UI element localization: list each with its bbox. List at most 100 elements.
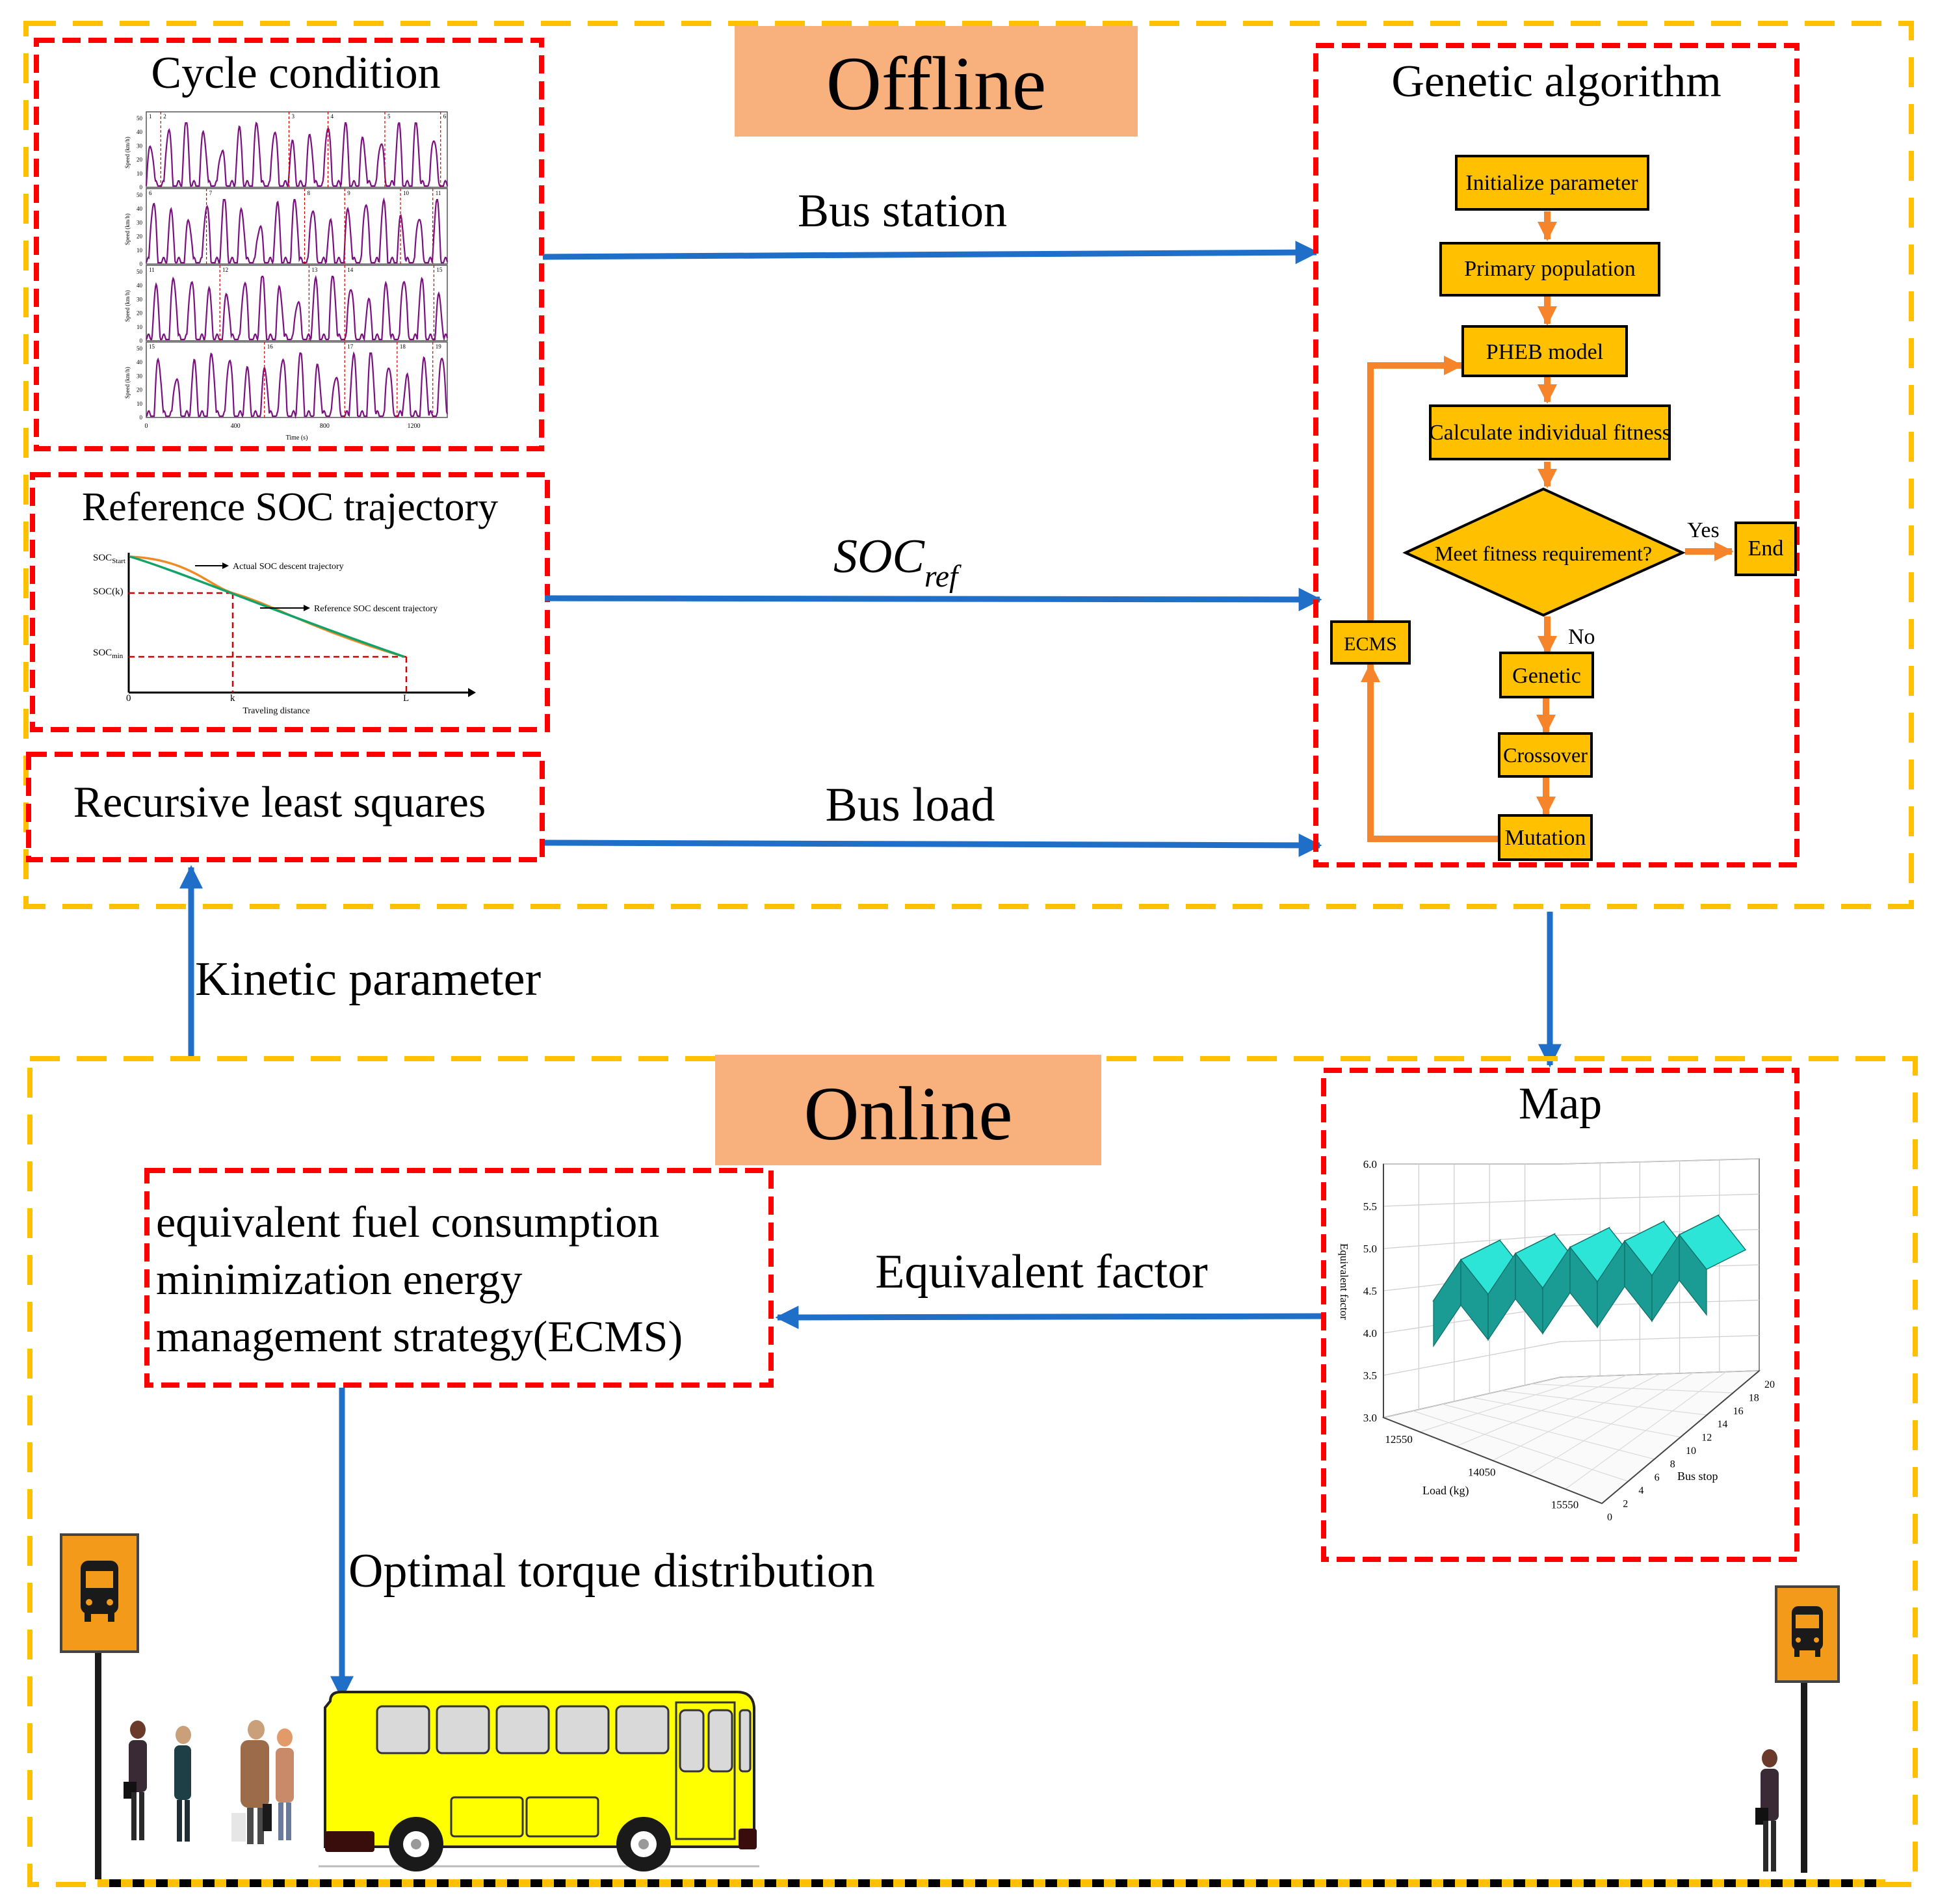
map-load-tick: 14050: [1468, 1466, 1496, 1478]
bus-stop-sign-left: [60, 1533, 139, 1879]
map-title: Map: [1519, 1079, 1602, 1129]
bus-front-window: [739, 1709, 752, 1773]
cycle-y-tick: 10: [137, 401, 143, 407]
bus-stop-sign-right: [1775, 1585, 1840, 1873]
cycle-y-tick: 0: [140, 184, 143, 191]
bus-sign-icon-left: [81, 1561, 118, 1622]
cycle-segment-label: 10: [403, 190, 410, 196]
soc-panel: Reference SOC trajectory SOCStart SOC(k)…: [30, 472, 550, 732]
bus-door-window-right: [707, 1709, 733, 1773]
genetic-title: Genetic algorithm: [1391, 57, 1721, 107]
map-z-tick: 3.0: [1363, 1412, 1377, 1424]
map-load-axis: [1383, 1417, 1603, 1504]
ecms-line-2: minimization energy: [156, 1254, 522, 1304]
passenger-figure-2: [174, 1726, 191, 1842]
step-primary-label: Primary population: [1464, 257, 1635, 281]
cycle-y-tick: 10: [137, 247, 143, 254]
map-stop-tick: 2: [1623, 1499, 1628, 1510]
bus-wheel-front: [616, 1817, 671, 1871]
cycle-speed-trace: [145, 121, 449, 189]
offline-title-banner: [735, 26, 1138, 137]
step-fitness-box: [1429, 404, 1671, 460]
map-z-tick-labels: 6.05.55.04.54.03.53.0: [1363, 1158, 1377, 1424]
cycle-segment-label: 1: [149, 113, 152, 120]
soc-actual-label: Actual SOC descent trajectory: [233, 562, 344, 572]
map-surface: [1432, 1213, 1747, 1347]
bus-window-4: [555, 1705, 610, 1754]
cycle-y-tick: 40: [137, 282, 143, 289]
cycle-segment-label: 18: [400, 343, 406, 350]
flow-arrow-ecms-pheb: [1367, 356, 1463, 624]
cycle-y-label: Speed (km/h): [124, 367, 131, 399]
cycle-segment-label: 8: [308, 190, 311, 196]
bus-window-1: [376, 1705, 430, 1754]
cycle-segment-label: 4: [331, 113, 334, 120]
step-crossover-label: Crossover: [1503, 743, 1588, 767]
bus-load-label: Bus load: [825, 778, 995, 832]
cycle-y-tick: 50: [137, 269, 143, 275]
cycle-y-tick: 20: [137, 233, 143, 240]
step-mutation-box: [1498, 814, 1593, 861]
cycle-segment-label: 12: [222, 267, 228, 273]
step-mutation-label: Mutation: [1505, 826, 1586, 850]
map-floor-gridline: [1530, 1383, 1733, 1394]
cycle-x-label: Time (s): [286, 434, 308, 442]
cycle-y-tick: 50: [137, 345, 143, 352]
cycle-segment-label: 19: [436, 343, 442, 350]
cycle-panel-frame: [146, 188, 448, 265]
bus-load-arrow: [544, 833, 1322, 857]
map-panel: Map 6.05.55.04.54.03.53.0 12550140501555…: [1321, 1068, 1800, 1562]
flow-arrow-mutation-ecms: [1361, 663, 1499, 842]
kinetic-parameter-label: Kinetic parameter: [195, 953, 541, 1006]
cycle-segment-label: 14: [347, 267, 354, 273]
passenger-figure-3: [231, 1720, 272, 1844]
map-z-tick: 4.5: [1363, 1285, 1377, 1297]
cycle-condition-title: Cycle condition: [151, 48, 440, 98]
cycle-y-tick: 0: [140, 414, 143, 421]
cycle-segment-label: 6: [443, 113, 447, 120]
cycle-segment-label: 15: [436, 267, 443, 273]
cycle-y-tick: 30: [137, 373, 143, 379]
map-stop-tick: 16: [1733, 1406, 1744, 1417]
bus-bumper-rear: [325, 1831, 374, 1852]
bus-side-panel-1: [450, 1796, 524, 1838]
map-z-tick: 4.0: [1363, 1327, 1377, 1340]
cycle-x-tick: 400: [231, 423, 241, 430]
bus-wheel-rear: [389, 1817, 443, 1871]
step-init-box: [1455, 155, 1649, 211]
soc-box: [30, 472, 550, 732]
passenger-figure-right: [1755, 1749, 1779, 1871]
step-init-label: Initialize parameter: [1465, 171, 1638, 195]
step-primary-box: [1439, 242, 1660, 297]
cycle-segment-label: 17: [347, 343, 354, 350]
step-pheb-box: [1461, 325, 1628, 377]
step-no-label: No: [1568, 625, 1595, 649]
cycle-condition-box: [34, 38, 544, 451]
map-z-tick: 3.5: [1363, 1369, 1377, 1382]
passenger-figure-4: [276, 1728, 294, 1840]
map-z-tick: 5.0: [1363, 1243, 1377, 1255]
cycle-segment-label: 9: [347, 190, 350, 196]
online-title: Online: [804, 1071, 1012, 1156]
cycle-panel-frame: [146, 111, 448, 188]
bus-window-2: [436, 1705, 490, 1754]
cycle-segment-label: 6: [149, 190, 152, 196]
cycle-speed-trace: [145, 197, 449, 265]
cycle-y-label: Speed (km/h): [124, 137, 131, 168]
map-load-tick: 15550: [1551, 1499, 1579, 1511]
soc-ref-label: SOCref: [833, 530, 962, 594]
map-stop-tick: 4: [1638, 1485, 1643, 1496]
soc-chart: SOCStart SOC(k) SOCmin 0 k L Traveling d…: [93, 553, 476, 716]
cycle-segment-label: 13: [311, 267, 318, 273]
map-surface-side-facet: [1679, 1234, 1707, 1316]
step-crossover-box: [1498, 732, 1593, 778]
cycle-x-tick: 0: [145, 423, 148, 430]
cycle-segment-label: 5: [387, 113, 391, 120]
cycle-y-tick: 40: [137, 129, 143, 135]
bus-stop-pole-right: [1801, 1665, 1807, 1873]
map-z-gridline: [1383, 1193, 1760, 1207]
soc-x-k: k: [230, 693, 235, 704]
